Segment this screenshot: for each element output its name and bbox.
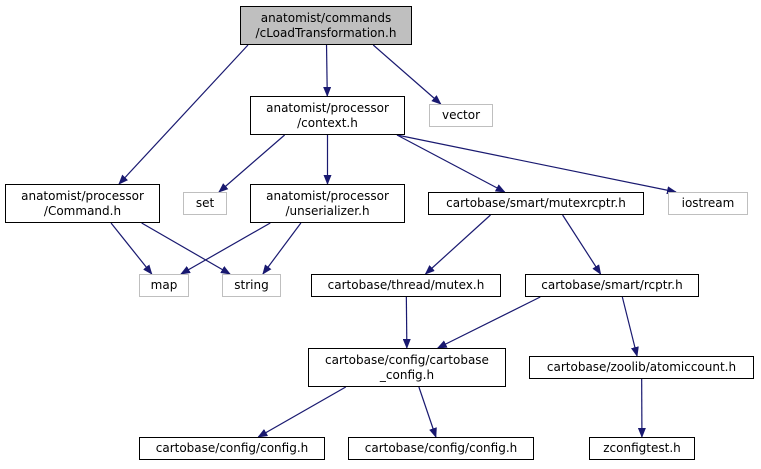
node-mutexrcptr[interactable]: cartobase/smart/mutexrcptr.h [428, 192, 644, 215]
node-root[interactable]: anatomist/commands /cLoadTransformation.… [240, 6, 412, 45]
node-label: cartobase/smart/rcptr.h [541, 278, 683, 292]
node-label: anatomist/processor /Command.h [21, 188, 144, 218]
node-rcptr[interactable]: cartobase/smart/rcptr.h [525, 274, 699, 297]
edge-mutex-to-cartobase_config [402, 296, 411, 349]
node-map[interactable]: map [139, 274, 189, 297]
node-label: zconfigtest.h [603, 441, 681, 455]
node-label: cartobase/smart/mutexrcptr.h [446, 196, 626, 210]
node-label: cartobase/config/cartobase _config.h [325, 352, 489, 382]
node-label: cartobase/zoolib/atomiccount.h [546, 360, 737, 374]
node-label: string [234, 278, 269, 292]
edge-mutexrcptr-to-mutex [424, 214, 491, 275]
edge-command-to-string [141, 222, 231, 275]
node-string[interactable]: string [222, 274, 281, 297]
edge-rcptr-to-atomiccount [621, 296, 639, 357]
edge-context-to-iostream [396, 134, 677, 195]
node-context[interactable]: anatomist/processor /context.h [250, 96, 405, 135]
node-label: cartobase/thread/mutex.h [327, 278, 485, 292]
edge-mutexrcptr-to-rcptr [562, 214, 602, 275]
edge-root-to-context [323, 44, 332, 97]
node-unserializer[interactable]: anatomist/processor /unserializer.h [250, 184, 405, 223]
node-atomiccount[interactable]: cartobase/zoolib/atomiccount.h [529, 356, 754, 379]
node-vector[interactable]: vector [429, 104, 493, 127]
node-config-2[interactable]: cartobase/config/config.h [348, 437, 534, 460]
edge-context-to-set [218, 134, 286, 193]
node-label: iostream [681, 196, 735, 210]
edge-unserializer-to-map [180, 222, 271, 275]
node-set[interactable]: set [183, 192, 227, 215]
node-label: vector [441, 108, 481, 122]
node-command[interactable]: anatomist/processor /Command.h [5, 184, 160, 223]
node-label: anatomist/processor /context.h [266, 100, 389, 130]
node-iostream[interactable]: iostream [668, 192, 748, 215]
edge-cartobase_config-to-config1 [257, 386, 347, 438]
node-config-1[interactable]: cartobase/config/config.h [139, 437, 325, 460]
node-zconfigtest[interactable]: zconfigtest.h [589, 437, 695, 460]
edge-cartobase_config-to-config2 [418, 386, 437, 438]
edge-root-to-command [118, 44, 249, 185]
edge-context-to-mutexrcptr [396, 134, 506, 193]
node-label: anatomist/processor /unserializer.h [266, 188, 389, 218]
edge-command-to-map [110, 222, 153, 275]
node-label: set [195, 196, 215, 210]
edge-rcptr-to-cartobase_config [436, 296, 541, 349]
edge-unserializer-to-string [262, 222, 302, 275]
node-label: anatomist/commands /cLoadTransformation.… [255, 10, 397, 40]
node-mutex[interactable]: cartobase/thread/mutex.h [311, 274, 501, 297]
edge-root-to-vector [372, 44, 442, 105]
node-label: cartobase/config/config.h [155, 441, 309, 455]
node-cartobase-config[interactable]: cartobase/config/cartobase _config.h [308, 348, 506, 387]
node-label: map [150, 278, 178, 292]
node-label: cartobase/config/config.h [364, 441, 518, 455]
